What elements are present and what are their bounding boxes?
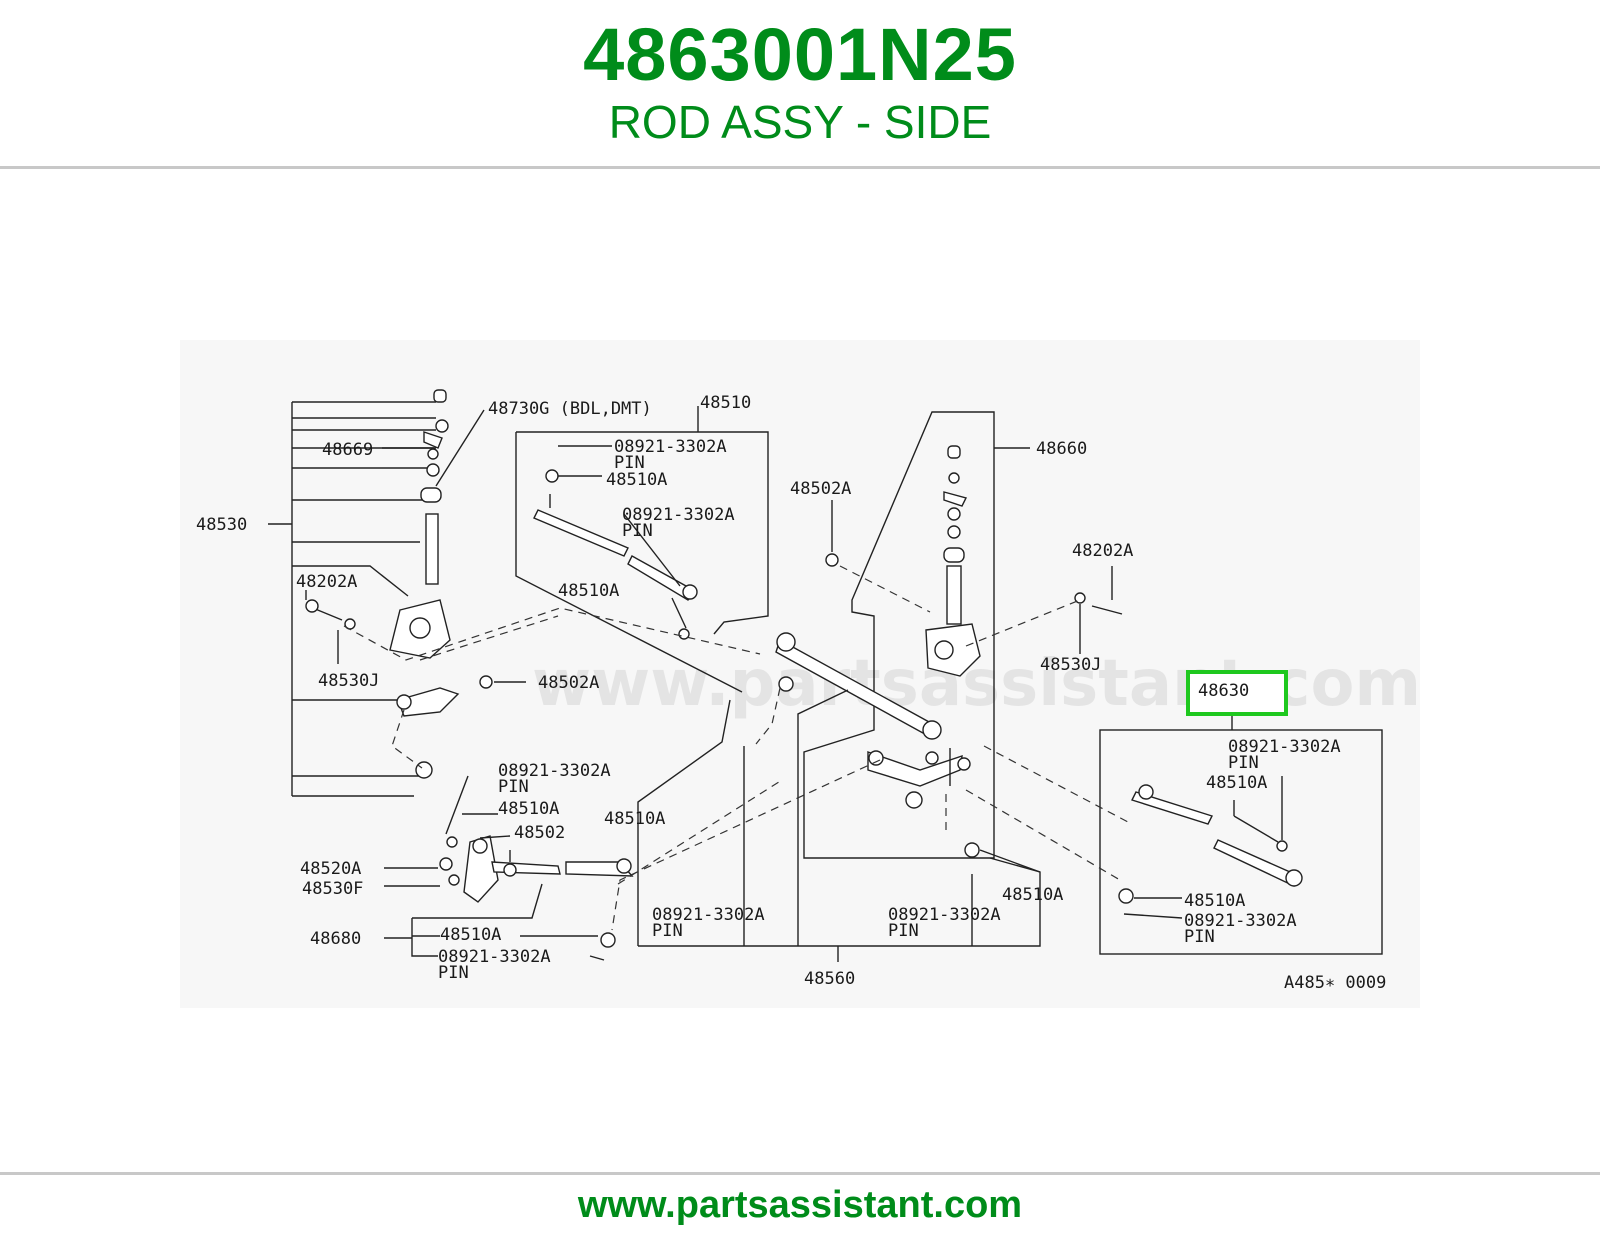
label-48510[interactable]: 48510 <box>700 393 751 413</box>
part-labels: 48530 48730G (BDL,DMT) 48669 48202A 4853… <box>196 393 1386 993</box>
label-48510a-g[interactable]: 48510A <box>440 925 501 945</box>
label-48510a-f[interactable]: 48510A <box>604 809 665 829</box>
label-08921-a[interactable]: 08921-3302A <box>614 437 727 457</box>
label-48520a[interactable]: 48520A <box>300 859 361 879</box>
label-48560[interactable]: 48560 <box>804 969 855 989</box>
label-pin-g: PIN <box>438 963 469 983</box>
part-number-title: 4863001N25 <box>583 13 1017 96</box>
label-48510a-a[interactable]: 48510A <box>606 470 667 490</box>
label-pin-h: PIN <box>652 921 683 941</box>
label-48630[interactable]: 48630 <box>1198 681 1249 701</box>
label-08921-e[interactable]: 08921-3302A <box>498 761 611 781</box>
label-08921-g[interactable]: 08921-3302A <box>438 947 551 967</box>
label-pin-e: PIN <box>498 777 529 797</box>
label-48510a-e[interactable]: 48510A <box>498 799 559 819</box>
label-pin-a: PIN <box>614 453 645 473</box>
part-name-subtitle: ROD ASSY - SIDE <box>608 96 992 148</box>
header-divider <box>0 166 1600 169</box>
label-48510a-c[interactable]: 48510A <box>1206 773 1267 793</box>
label-48502[interactable]: 48502 <box>514 823 565 843</box>
label-08921-i[interactable]: 08921-3302A <box>888 905 1001 925</box>
label-48510a-i[interactable]: 48510A <box>1002 885 1063 905</box>
label-48510a-d[interactable]: 48510A <box>1184 891 1245 911</box>
label-48530j-left[interactable]: 48530J <box>318 671 379 691</box>
label-48680[interactable]: 48680 <box>310 929 361 949</box>
label-48530f[interactable]: 48530F <box>302 879 363 899</box>
label-48202a-right[interactable]: 48202A <box>1072 541 1133 561</box>
label-48530[interactable]: 48530 <box>196 515 247 535</box>
diagram-linework <box>268 389 1383 962</box>
label-08921-h[interactable]: 08921-3302A <box>652 905 765 925</box>
label-48669[interactable]: 48669 <box>322 440 373 460</box>
footer-divider <box>0 1172 1600 1175</box>
label-pin-c: PIN <box>1228 753 1259 773</box>
label-08921-d[interactable]: 08921-3302A <box>1184 911 1297 931</box>
label-48510a-b[interactable]: 48510A <box>558 581 619 601</box>
highlight-box-48630[interactable] <box>1186 670 1288 716</box>
label-48660[interactable]: 48660 <box>1036 439 1087 459</box>
label-48730g[interactable]: 48730G (BDL,DMT) <box>488 399 652 419</box>
drawing-code: A485∗ 0009 <box>1284 973 1386 993</box>
diagram-dashed-lines <box>343 565 1129 931</box>
label-48502a-left[interactable]: 48502A <box>538 673 599 693</box>
label-pin-i: PIN <box>888 921 919 941</box>
label-pin-d: PIN <box>1184 927 1215 947</box>
label-08921-b[interactable]: 08921-3302A <box>622 505 735 525</box>
label-48202a-left[interactable]: 48202A <box>296 572 357 592</box>
page-header: 4863001N25 ROD ASSY - SIDE <box>0 0 1600 168</box>
footer-site-url[interactable]: www.partsassistant.com <box>577 1184 1023 1226</box>
label-pin-b: PIN <box>622 521 653 541</box>
label-08921-c[interactable]: 08921-3302A <box>1228 737 1341 757</box>
label-48502a-center[interactable]: 48502A <box>790 479 851 499</box>
label-48530j-right[interactable]: 48530J <box>1040 655 1101 675</box>
